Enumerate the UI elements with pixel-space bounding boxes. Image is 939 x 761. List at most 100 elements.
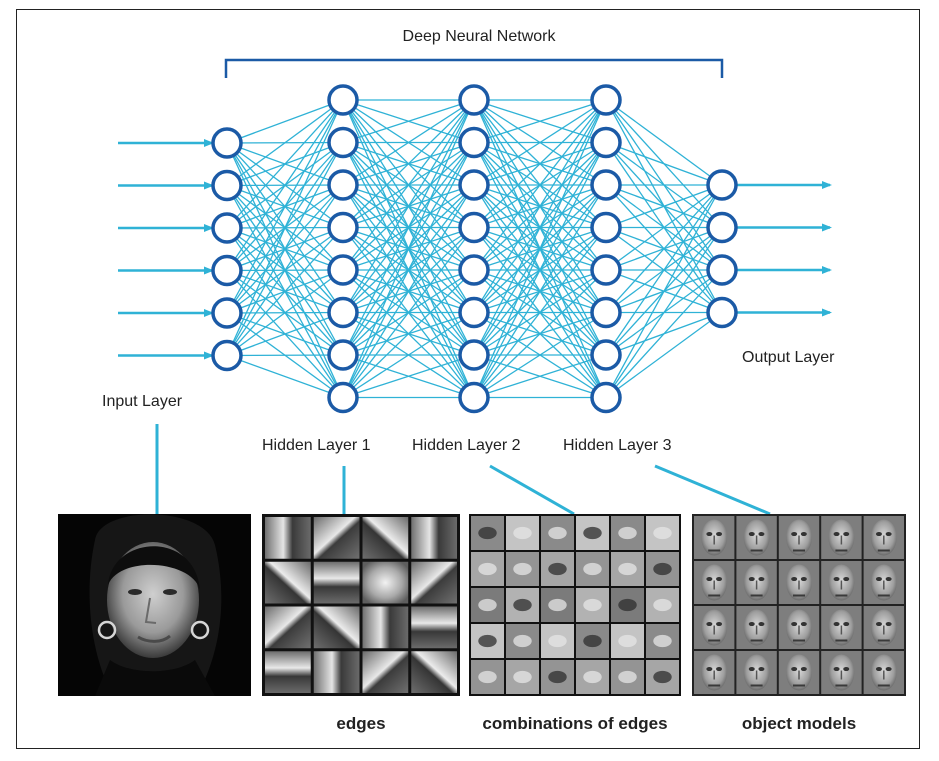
feature-blob [653, 634, 672, 648]
connection-edge [473, 269, 607, 398]
connection-edge [342, 99, 475, 144]
edge-combinations-panel [469, 514, 681, 696]
connection-edge [342, 99, 475, 313]
connection-edge [605, 184, 723, 313]
edges-caption: edges [336, 714, 385, 733]
face-eye [758, 622, 765, 627]
edge-filter-tile [265, 651, 311, 693]
edge-filter-tile [265, 517, 311, 559]
connection-edge [342, 142, 475, 398]
connection-edge [342, 99, 475, 271]
feature-blob [618, 562, 637, 576]
feature-blob [653, 562, 672, 576]
input-node [211, 297, 243, 329]
face-eye [885, 532, 892, 537]
hidden-2-node [458, 126, 490, 159]
hidden-1-node [327, 339, 359, 371]
face-eye [800, 532, 807, 537]
connection-edge [342, 99, 475, 186]
connection-edge [473, 142, 607, 398]
connection-edge [473, 99, 607, 398]
face-eye [748, 622, 755, 627]
face-eye [875, 667, 882, 672]
feature-blob [478, 598, 497, 612]
connection-edge [473, 311, 607, 399]
face-photo [58, 514, 251, 696]
feature-blob [653, 598, 672, 612]
face-eye [706, 622, 713, 627]
face-eye [885, 577, 892, 582]
connection-edge [226, 99, 344, 187]
connection-edge [342, 184, 475, 398]
connection-edge [226, 227, 344, 356]
hidden-3-node [590, 381, 622, 414]
edge-filter-tile [362, 651, 409, 693]
face-eye [833, 667, 840, 672]
face-eye [843, 667, 850, 672]
hidden-layer-3-label: Hidden Layer 3 [563, 437, 672, 454]
face-eye [875, 622, 882, 627]
feature-blob [548, 562, 567, 576]
feature-blob [548, 670, 567, 684]
connection-edge [473, 99, 607, 186]
hidden-1-node [327, 211, 359, 244]
connection-edge [342, 99, 475, 356]
face-eye [706, 667, 713, 672]
edge-filter-tile [411, 561, 457, 604]
face-eye [800, 667, 807, 672]
edge-filter-tile [313, 561, 360, 604]
connection-edge [605, 184, 723, 398]
connection-edge [473, 99, 607, 271]
edge-filter-tile [362, 606, 409, 649]
hidden-2-node [458, 254, 490, 286]
feature-blob [478, 526, 497, 540]
feature-blob [513, 598, 532, 612]
face-eye [833, 532, 840, 537]
edge-filter-tile [313, 651, 360, 693]
edge-filter-tile [411, 651, 457, 693]
input-node [211, 127, 243, 159]
edge-filter-tile [265, 606, 311, 649]
feature-blob [653, 670, 672, 684]
connection-edge [473, 227, 607, 398]
face-eye [748, 577, 755, 582]
connection-edge [226, 311, 344, 357]
face-eye [833, 577, 840, 582]
connection-edge [473, 354, 607, 399]
face-eye [716, 577, 723, 582]
connection-edge [342, 227, 475, 398]
face-eye [800, 622, 807, 627]
face-eye [791, 622, 798, 627]
face-eye [843, 577, 850, 582]
hidden-layer-2-label: Hidden Layer 2 [412, 437, 521, 454]
feature-blob [513, 526, 532, 540]
connection-edge [605, 269, 723, 398]
feature-blob [548, 526, 567, 540]
connection-edge [473, 99, 607, 228]
output-node [706, 254, 738, 286]
hidden-3-node [590, 126, 622, 159]
face-eye [791, 532, 798, 537]
edge-filter-tile [362, 561, 409, 604]
feature-blob [513, 670, 532, 684]
network-bracket [224, 58, 724, 78]
connection-edge [473, 99, 607, 356]
hidden3-connector [654, 464, 771, 516]
feature-blob [548, 634, 567, 648]
feature-blob [513, 634, 532, 648]
hidden-3-node [590, 254, 622, 286]
face-eye [758, 577, 765, 582]
connection-edge [605, 141, 723, 186]
hidden-layer-1-label: Hidden Layer 1 [262, 437, 371, 454]
connection-edge [473, 99, 607, 313]
connection-edge [226, 184, 344, 356]
hidden-3-node [590, 339, 622, 371]
face-eye [885, 622, 892, 627]
io-arrows [118, 139, 832, 360]
feature-blob [618, 670, 637, 684]
input-layer-label: Input Layer [102, 393, 183, 410]
face-eye [791, 577, 798, 582]
feature-blob [653, 526, 672, 540]
object-models-panel [692, 514, 906, 696]
